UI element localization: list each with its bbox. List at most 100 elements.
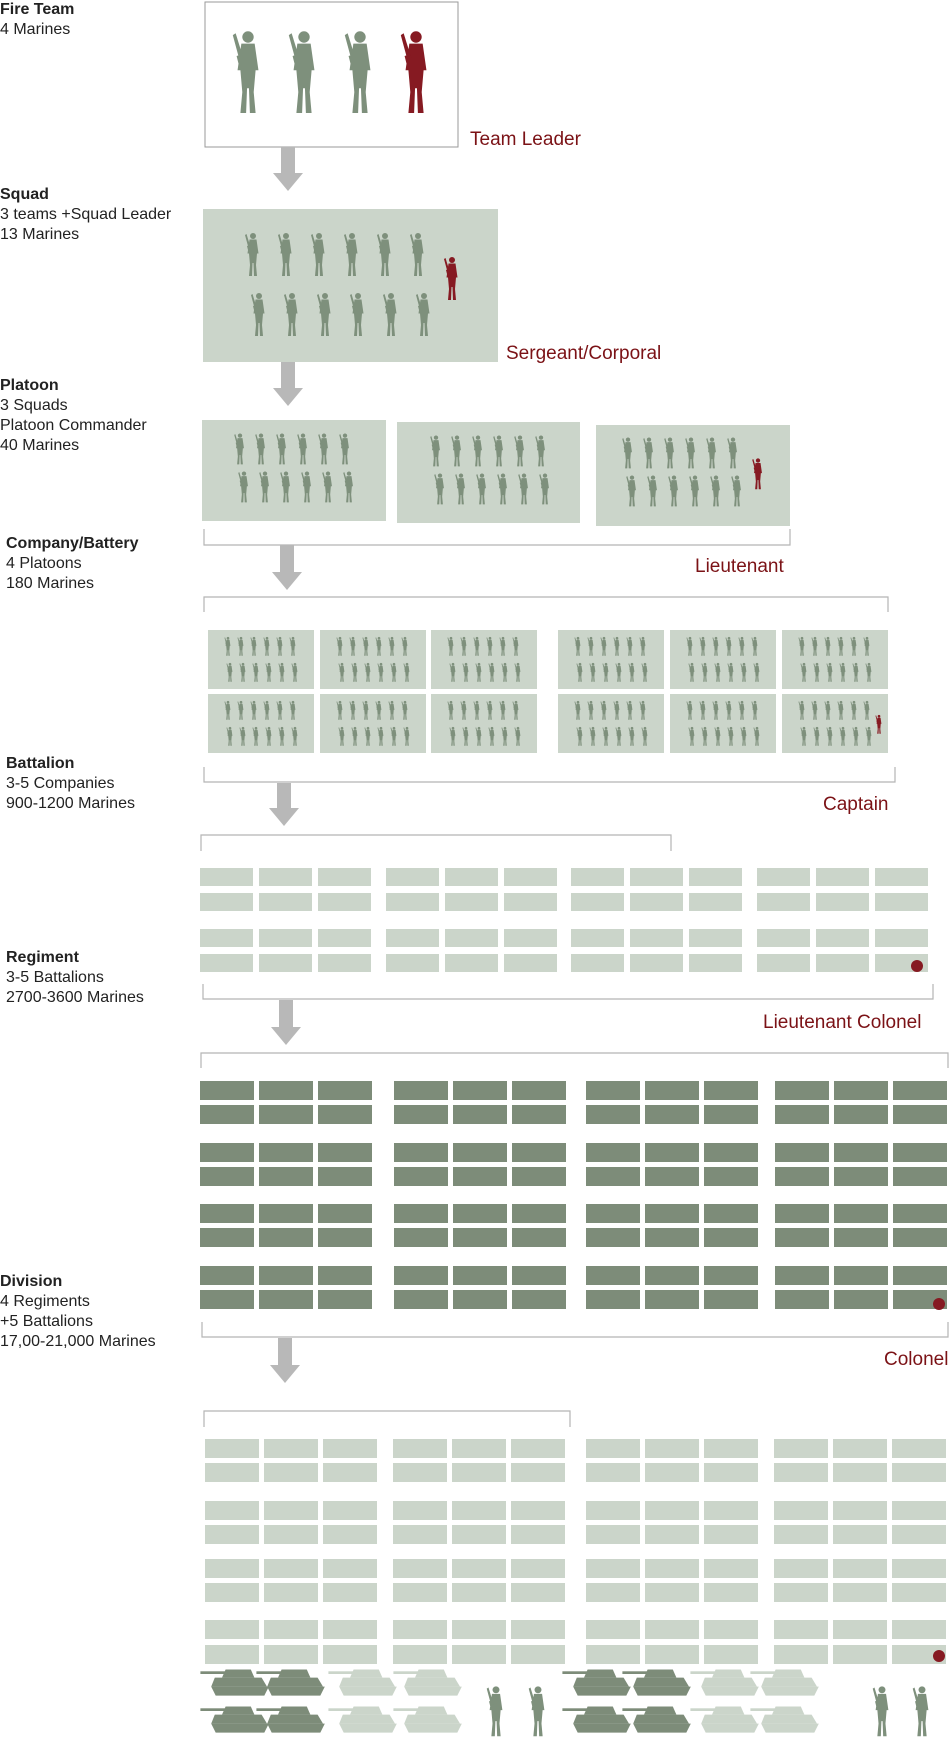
- down-arrow-icon: [278, 1338, 292, 1367]
- regiment-box: [264, 1583, 318, 1602]
- company-box: [816, 893, 869, 911]
- regiment-box: [586, 1439, 640, 1458]
- company-box: [757, 868, 810, 886]
- battalion-box: [318, 1081, 372, 1100]
- battalion-box: [893, 1266, 947, 1285]
- regiment-box: [393, 1525, 447, 1544]
- squad-box: [670, 630, 776, 689]
- regiment-box: [264, 1645, 318, 1664]
- battalion-box: [453, 1266, 507, 1285]
- battalion-box: [586, 1228, 640, 1247]
- squad-box: [431, 694, 537, 753]
- regiment-box: [323, 1463, 377, 1482]
- level-desc: 900-1200 Marines: [6, 795, 135, 812]
- company-box: [504, 929, 557, 947]
- regiment-box: [264, 1525, 318, 1544]
- regiment-box: [833, 1583, 887, 1602]
- down-arrow-icon: [277, 783, 291, 810]
- battalion-box: [394, 1167, 448, 1186]
- level-desc: 4 Marines: [0, 21, 71, 38]
- battalion-box: [586, 1204, 640, 1223]
- battalion-box: [586, 1266, 640, 1285]
- regiment-box: [704, 1439, 758, 1458]
- squad-box: [202, 420, 386, 521]
- level-battalion: Battalion 3-5 Companies 900-1200 Marines: [6, 754, 135, 814]
- soldier-icon: [486, 1686, 503, 1737]
- down-arrow-icon: [273, 388, 303, 406]
- regiment-box: [323, 1645, 377, 1664]
- company-box: [386, 929, 439, 947]
- battalion-box: [318, 1228, 372, 1247]
- company-box: [386, 868, 439, 886]
- company-box: [689, 868, 742, 886]
- group-bracket: [203, 529, 791, 546]
- battalion-box: [893, 1228, 947, 1247]
- company-box: [318, 868, 371, 886]
- soldier-icon: [912, 1686, 929, 1737]
- battalion-box: [586, 1290, 640, 1309]
- regiment-box: [205, 1559, 259, 1578]
- battalion-box: [200, 1290, 254, 1309]
- regiment-box: [452, 1559, 506, 1578]
- battalion-box: [512, 1167, 566, 1186]
- company-box: [445, 929, 498, 947]
- regiment-box: [264, 1439, 318, 1458]
- battalion-box: [394, 1228, 448, 1247]
- battalion-box: [775, 1204, 829, 1223]
- battalion-box: [834, 1266, 888, 1285]
- company-box: [318, 954, 371, 972]
- level-desc: 3-5 Companies: [6, 775, 115, 792]
- company-box: [386, 954, 439, 972]
- regiment-box: [833, 1501, 887, 1520]
- battalion-box: [775, 1167, 829, 1186]
- battalion-box: [645, 1167, 699, 1186]
- level-title: Platoon: [0, 377, 59, 394]
- battalion-box: [775, 1143, 829, 1162]
- company-box: [757, 893, 810, 911]
- regiment-box: [393, 1583, 447, 1602]
- battalion-box: [834, 1204, 888, 1223]
- company-box: [200, 954, 253, 972]
- soldier-icon: [872, 1686, 889, 1737]
- battalion-box: [893, 1143, 947, 1162]
- group-bracket: [203, 596, 889, 612]
- regiment-box: [645, 1439, 699, 1458]
- company-box: [386, 893, 439, 911]
- level-squad: Squad 3 teams +Squad Leader 13 Marines: [0, 185, 171, 245]
- battalion-box: [645, 1204, 699, 1223]
- battalion-box: [318, 1105, 372, 1124]
- battalion-box: [318, 1204, 372, 1223]
- down-arrow-icon: [281, 147, 295, 175]
- battalion-box: [893, 1081, 947, 1100]
- down-arrow-icon: [281, 362, 295, 390]
- battalion-box: [704, 1204, 758, 1223]
- regiment-box: [264, 1620, 318, 1639]
- down-arrow-icon: [269, 808, 299, 826]
- tank-icon: [750, 1669, 819, 1696]
- company-box: [630, 893, 683, 911]
- battalion-box: [775, 1105, 829, 1124]
- level-desc: +5 Battalions: [0, 1313, 93, 1330]
- company-box: [875, 929, 928, 947]
- regiment-box: [704, 1645, 758, 1664]
- leader-dot-icon: [933, 1298, 945, 1310]
- regiment-box: [774, 1463, 828, 1482]
- tank-icon: [690, 1706, 759, 1733]
- regiment-box: [205, 1439, 259, 1458]
- company-box: [689, 929, 742, 947]
- regiment-box: [704, 1583, 758, 1602]
- battalion-box: [834, 1228, 888, 1247]
- battalion-box: [512, 1081, 566, 1100]
- battalion-box: [586, 1167, 640, 1186]
- regiment-box: [323, 1620, 377, 1639]
- battalion-box: [512, 1290, 566, 1309]
- level-desc: 13 Marines: [0, 226, 80, 243]
- level-desc: Platoon Commander: [0, 417, 147, 434]
- regiment-box: [645, 1559, 699, 1578]
- regiment-box: [704, 1463, 758, 1482]
- regiment-box: [704, 1559, 758, 1578]
- regiment-box: [452, 1525, 506, 1544]
- regiment-box: [452, 1645, 506, 1664]
- regiment-box: [393, 1463, 447, 1482]
- level-division: Division 4 Regiments +5 Battalions 17,00…: [0, 1272, 156, 1352]
